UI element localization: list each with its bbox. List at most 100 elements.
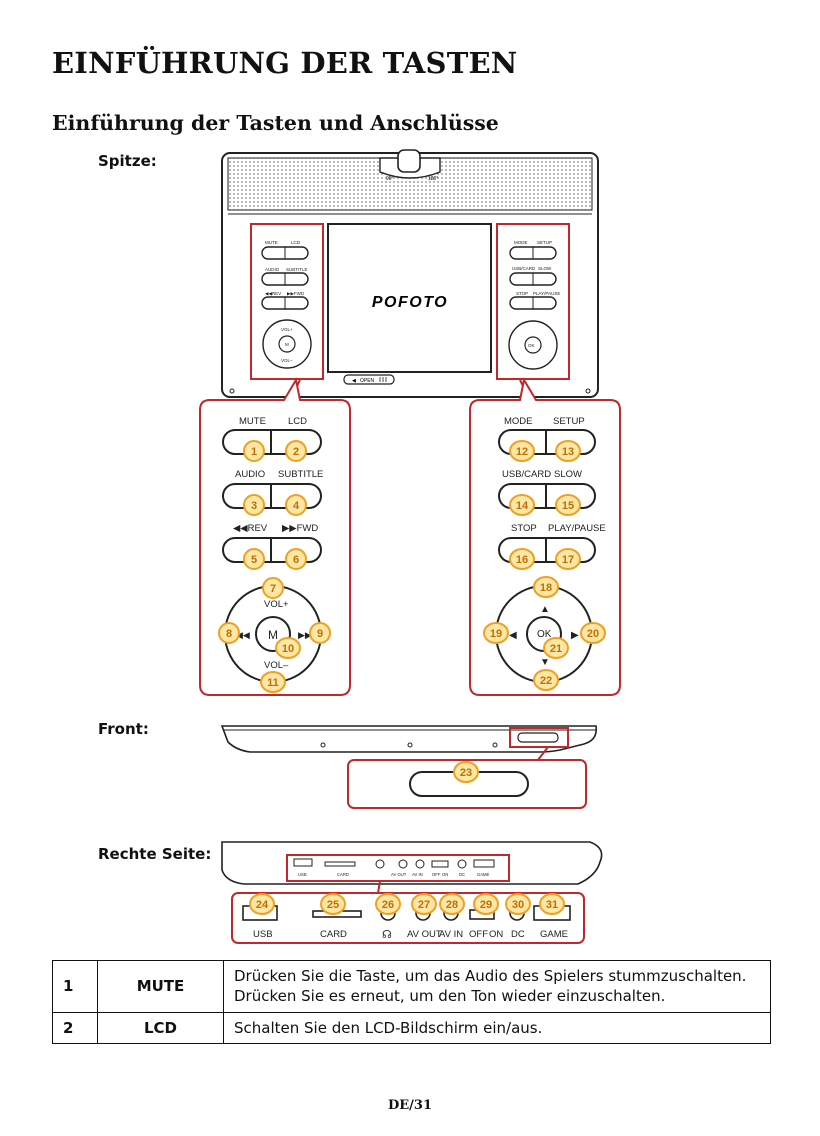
callout-number: 27: [418, 899, 430, 911]
callout-badge: [539, 893, 565, 915]
callout-badge: [505, 893, 531, 915]
desc-line: Drücken Sie es erneut, um den Ton wieder…: [234, 987, 666, 1006]
small-subtitle: SUBTITLE: [286, 267, 308, 272]
callout-badge: [453, 761, 479, 783]
small-mode: MODE: [514, 240, 528, 245]
callout-badge: [543, 637, 569, 659]
left-panel-highlight: [250, 223, 324, 380]
svg-text:◀: ◀: [352, 378, 356, 384]
callout-number: 5: [251, 554, 257, 566]
brand-logo: POFOTO: [372, 294, 448, 311]
device-illustration: 90° 180° POFOTO OPEN ◀ MUTE LCD AUDIO SU…: [199, 149, 621, 944]
side-game: GAME: [477, 872, 490, 877]
callout-number: 8: [226, 628, 232, 640]
callout-number: 30: [512, 899, 524, 911]
side-label-card: CARD: [320, 929, 347, 940]
callout-badge: [260, 671, 286, 693]
label-fwd: ▶▶FWD: [282, 523, 318, 534]
small-ok: OK: [528, 343, 535, 348]
spec-table: 1 MUTE Drücken Sie die Taste, um das Aud…: [52, 960, 771, 1044]
callout-number: 4: [293, 500, 300, 512]
side-label-avout: AV OUT: [407, 929, 442, 940]
svg-text:▶▶: ▶▶: [298, 630, 312, 640]
row-number: 2: [52, 1011, 98, 1044]
table-row: 1 MUTE Drücken Sie die Taste, um das Aud…: [52, 960, 771, 1013]
side-label-usb: USB: [253, 929, 273, 940]
row-number: 1: [52, 960, 98, 1013]
small-lcd: LCD: [291, 240, 301, 245]
angle-left-text: 90°: [386, 176, 394, 182]
callout-number: 9: [317, 628, 323, 640]
section-title: Einführung der Tasten und Anschlüsse: [52, 111, 499, 135]
side-label-game: GAME: [540, 929, 568, 940]
callout-badge: [243, 494, 265, 516]
desc-line: Schalten Sie den LCD-Bildschirm ein/aus.: [234, 1018, 543, 1037]
callout-number: 11: [267, 677, 279, 689]
device-top-view: 90° 180° POFOTO OPEN ◀ MUTE LCD AUDIO SU…: [221, 149, 599, 398]
label-lcd: LCD: [288, 416, 307, 427]
callout-number: 14: [516, 500, 529, 512]
label-ok: OK: [537, 629, 552, 640]
label-m: M: [268, 628, 278, 642]
callout-badge: [218, 622, 240, 644]
callout-badge: [580, 622, 606, 644]
callout-number: 29: [480, 899, 492, 911]
callout-number: 31: [546, 899, 558, 911]
callout-badge: [309, 622, 331, 644]
small-volminus: VOL–: [281, 358, 293, 363]
label-volminus: VOL–: [264, 660, 289, 671]
row-name: LCD: [97, 1011, 224, 1044]
callout-badge: [243, 548, 265, 570]
callout-number: 23: [460, 767, 472, 779]
front-zoom-panel: [347, 759, 587, 809]
side-dc: DC: [459, 872, 465, 877]
side-on: ON: [442, 872, 448, 877]
label-playpause: PLAY/PAUSE: [548, 523, 606, 534]
callout-badge: [262, 577, 284, 599]
callout-number: 16: [516, 554, 528, 566]
small-playpause: PLAY/PAUSE: [533, 291, 560, 296]
callout-number: 6: [293, 554, 299, 566]
callout-badge: [285, 440, 307, 462]
device-side-view: USB CARD AV OUT AV IN OFF ON DC GAME USB…: [221, 841, 603, 944]
small-mute: MUTE: [265, 240, 278, 245]
label-slow: SLOW: [554, 469, 582, 480]
callout-number: 20: [587, 628, 599, 640]
callout-badge: [285, 548, 307, 570]
label-right-side: Rechte Seite:: [98, 845, 212, 863]
side-off: OFF: [432, 872, 441, 877]
callout-number: 18: [540, 582, 552, 594]
small-usbcard: USB/CARD: [512, 266, 536, 271]
callout-badge: [483, 622, 509, 644]
svg-text:▲: ▲: [540, 604, 550, 615]
callout-number: 2: [293, 446, 299, 458]
callout-badge: [555, 548, 581, 570]
label-mode: MODE: [504, 416, 533, 427]
callout-number: 24: [256, 899, 269, 911]
row-description: Drücken Sie die Taste, um das Audio des …: [223, 960, 771, 1013]
callout-number: 21: [550, 643, 562, 655]
callout-badge: [320, 893, 346, 915]
side-avout: AV OUT: [391, 872, 407, 877]
label-usbcard: USB/CARD: [502, 469, 551, 480]
callout-number: 19: [490, 628, 502, 640]
callout-badge: [375, 893, 401, 915]
front-highlight: [509, 727, 569, 748]
table-row: 2 LCD Schalten Sie den LCD-Bildschirm ei…: [52, 1011, 771, 1044]
side-label-avin: AV IN: [439, 929, 463, 940]
small-rev: ◀◀REV: [265, 291, 281, 296]
callout-badge: [533, 669, 559, 691]
side-usb: USB: [298, 872, 307, 877]
callout-badge: [555, 440, 581, 462]
callout-badge: [509, 548, 535, 570]
side-highlight: [286, 854, 510, 882]
headphone-icon: ☊: [382, 929, 392, 941]
callout-badge: [439, 893, 465, 915]
open-text: OPEN: [360, 378, 375, 384]
left-zoom-panel: MUTE LCD AUDIO SUBTITLE ◀◀REV ▶▶FWD VOL+…: [199, 377, 351, 696]
page-number: DE/31: [387, 1098, 433, 1113]
label-volplus: VOL+: [264, 599, 289, 610]
label-rev: ◀◀REV: [233, 523, 268, 534]
callout-number: 17: [562, 554, 574, 566]
